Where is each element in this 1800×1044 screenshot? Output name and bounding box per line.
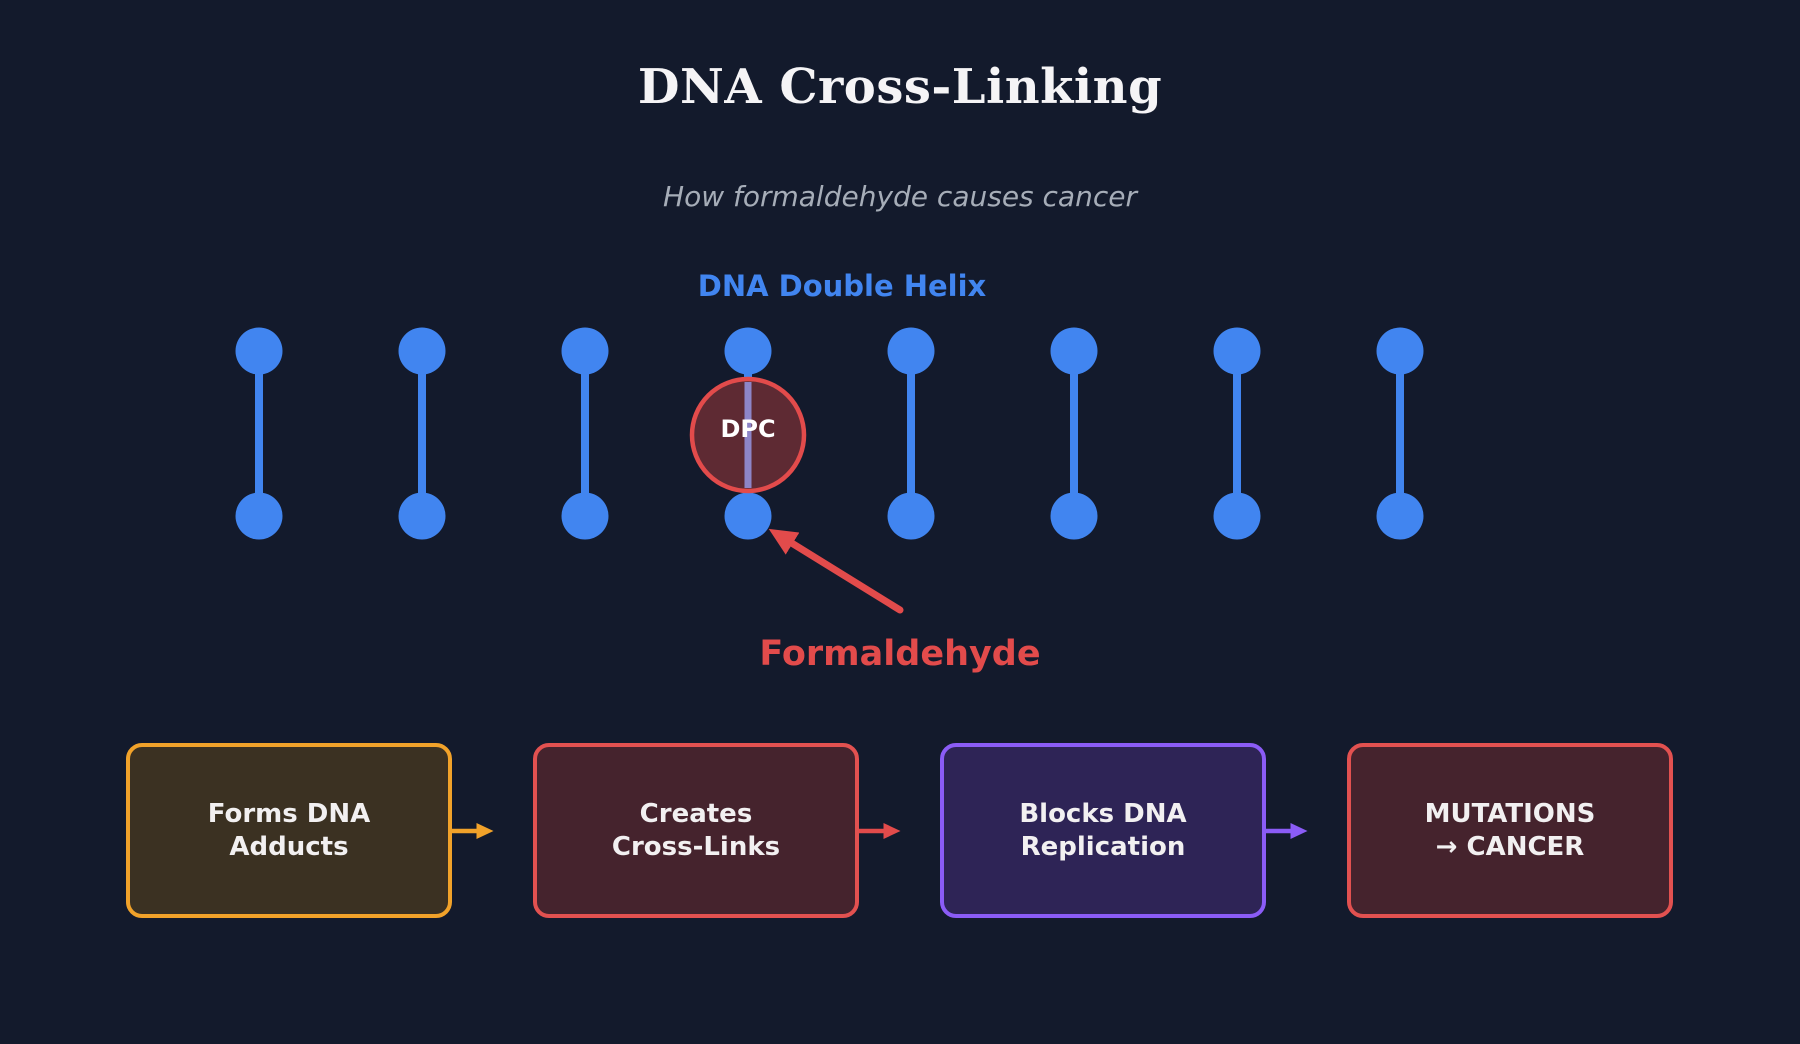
flow-step-creates-cross-links: Creates Cross-Links: [533, 743, 859, 918]
dna-rungs: [235, 327, 1424, 540]
page-title: DNA Cross-Linking: [637, 59, 1163, 115]
formaldehyde-arrow: [768, 528, 904, 614]
dpc-label: DPC: [720, 415, 775, 443]
dpc-marker: DPC: [689, 376, 807, 494]
helix-label: DNA Double Helix: [697, 269, 987, 303]
flow-step-blocks-dna-replication: Blocks DNA Replication: [940, 743, 1266, 918]
flow-step-label: Creates Cross-Links: [611, 799, 781, 862]
page-subtitle: How formaldehyde causes cancer: [663, 180, 1137, 213]
flow-step-label: Blocks DNA Replication: [1019, 799, 1187, 862]
flow-step-forms-dna-adducts: Forms DNA Adducts: [126, 743, 452, 918]
formaldehyde-label: Formaldehyde: [759, 634, 1041, 674]
flow-step-label: MUTATIONS → CANCER: [1424, 799, 1596, 862]
flow-step-mutations-cancer: MUTATIONS → CANCER: [1347, 743, 1673, 918]
flow-step-label: Forms DNA Adducts: [207, 799, 371, 862]
